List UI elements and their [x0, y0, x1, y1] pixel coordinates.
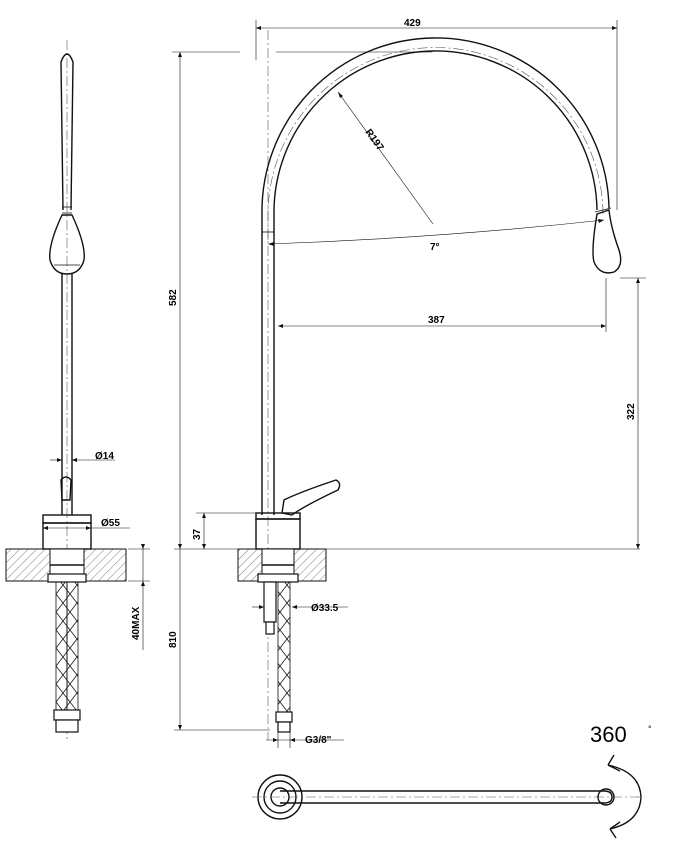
dim-stem-diameter: Ø14: [95, 451, 114, 462]
dim-max-deck: 40MAX: [131, 606, 142, 640]
front-lever: [281, 479, 341, 516]
side-teardrop: [49, 214, 85, 275]
dim-outlet-height: 322: [626, 403, 637, 420]
dim-total-height: 582: [168, 289, 179, 306]
dim-spout-radius: R197: [363, 127, 386, 153]
front-hose: [277, 581, 291, 713]
dim-base-diameter: Ø55: [101, 518, 120, 529]
side-nut: [47, 573, 87, 583]
dim-spout-angle: 7°: [430, 242, 440, 253]
front-shank: [263, 581, 277, 623]
dim-spout-width: 429: [404, 18, 421, 29]
side-stem-upper: [60, 53, 74, 211]
spout-head: [592, 209, 622, 274]
dim-pipe-length: 810: [168, 631, 179, 648]
front-nut: [257, 573, 299, 583]
front-base: [255, 518, 301, 550]
top-view: 360 °: [252, 722, 652, 839]
front-view: 429 582 37 810 R197 7° 3: [168, 18, 646, 748]
dim-thread: G3/8": [305, 735, 332, 746]
side-view: Ø14 Ø55 40MAX: [5, 40, 150, 740]
spout-outer: [261, 37, 610, 515]
front-hose-fitting: [275, 711, 293, 723]
dim-base-height: 37: [192, 528, 203, 540]
side-hose-left: [55, 581, 68, 711]
side-hose-right: [66, 581, 79, 711]
dim-reach: 387: [428, 315, 445, 326]
rotation-arrow: [607, 764, 642, 830]
top-spout-head: [597, 788, 615, 806]
dim-shank-diameter: Ø33.5: [311, 603, 339, 614]
rotation-unit: °: [648, 724, 652, 734]
top-spout: [280, 790, 613, 804]
side-lever: [60, 476, 72, 501]
side-hose-fitting: [53, 709, 81, 721]
spout-inner: [273, 50, 598, 515]
rotation-value: 360: [590, 722, 627, 747]
